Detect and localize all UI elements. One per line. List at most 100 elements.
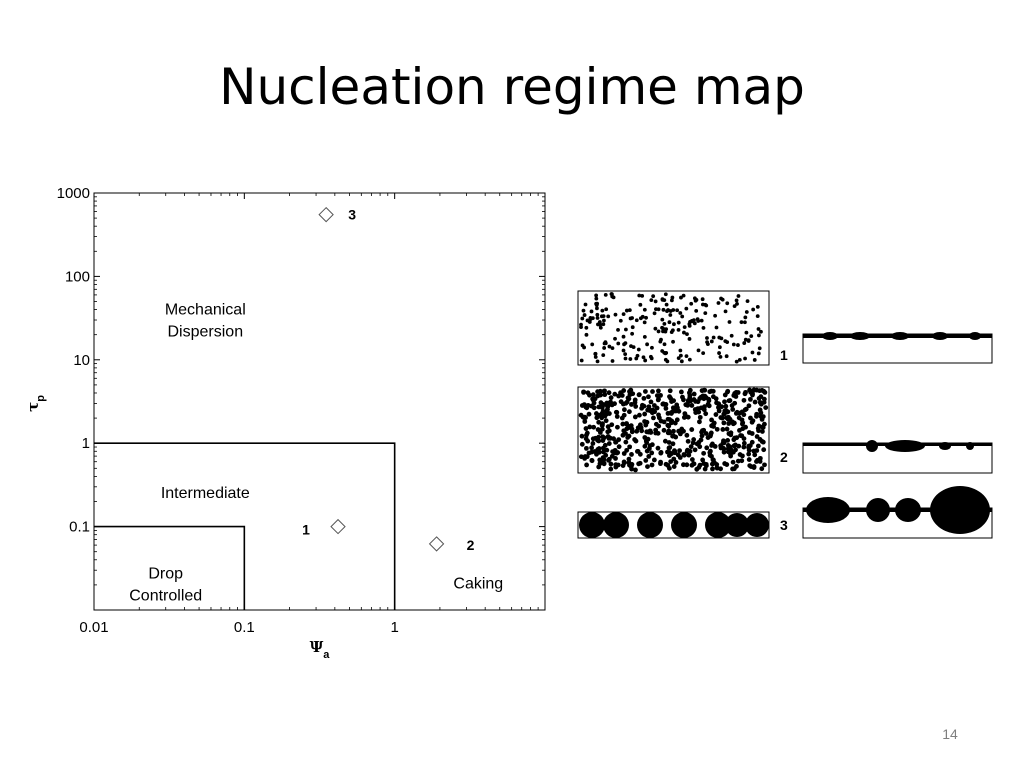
drop-dot xyxy=(746,457,752,462)
drop-dot xyxy=(763,405,769,410)
drop-dot xyxy=(711,335,716,340)
drop-dot xyxy=(678,348,683,353)
drop-dot xyxy=(595,312,600,317)
drop-dot xyxy=(581,389,586,395)
drop-dot xyxy=(757,400,763,405)
drop-dot xyxy=(722,408,728,414)
drop-dot xyxy=(682,325,687,330)
drop-dot xyxy=(658,339,663,344)
drop-dot xyxy=(643,358,648,363)
drop-dot xyxy=(623,356,628,361)
drop-dot xyxy=(751,387,757,393)
drop-dot xyxy=(701,407,707,413)
drop-dot xyxy=(697,414,703,420)
drop-dot xyxy=(746,443,752,449)
drop-dot xyxy=(594,296,599,301)
drop-dot xyxy=(686,452,692,458)
drop-dot xyxy=(689,403,695,408)
drop-dot xyxy=(746,451,752,457)
drop-dot xyxy=(652,311,657,316)
drop-dot xyxy=(626,456,632,462)
drop-dot xyxy=(676,428,682,434)
drop-dot xyxy=(648,354,653,359)
drop-dot xyxy=(613,439,618,445)
drop-dot xyxy=(736,415,742,421)
drop-dot xyxy=(599,422,605,428)
drop-dot xyxy=(642,334,647,339)
drop-dot xyxy=(613,462,619,468)
section-bump xyxy=(930,486,990,534)
drop-dot xyxy=(691,461,696,467)
drop-dot xyxy=(718,415,724,420)
drop-dot xyxy=(749,439,755,445)
drop-dot xyxy=(625,395,631,401)
drop-dot xyxy=(621,312,626,317)
lump-drop xyxy=(603,512,629,538)
drop-dot xyxy=(678,353,683,358)
region-label-line: Controlled xyxy=(129,587,202,604)
drop-dot xyxy=(722,392,728,398)
region-label-line: Intermediate xyxy=(161,485,250,502)
drop-dot xyxy=(668,410,674,416)
drop-dot xyxy=(684,462,690,468)
drop-dot xyxy=(691,437,697,442)
drop-dot xyxy=(607,344,612,349)
drop-dot xyxy=(594,293,599,298)
drop-dot xyxy=(618,318,623,323)
drop-dot xyxy=(671,339,675,344)
drop-dot xyxy=(726,421,732,426)
drop-dot xyxy=(721,420,727,426)
drop-dot xyxy=(667,430,673,436)
drop-dot xyxy=(668,309,673,313)
drop-dot xyxy=(751,448,757,454)
drop-dot xyxy=(672,322,676,327)
drop-dot xyxy=(601,449,606,455)
drop-dot xyxy=(653,299,658,304)
drop-dot xyxy=(642,307,647,312)
drop-dot xyxy=(736,343,740,347)
drop-dot xyxy=(736,294,741,298)
drop-dot xyxy=(676,356,681,361)
drop-dot xyxy=(760,429,765,434)
drop-dot xyxy=(740,426,746,432)
drop-dot xyxy=(747,463,753,468)
drop-dot xyxy=(688,444,694,450)
drop-dot xyxy=(709,461,715,467)
drop-dot xyxy=(614,414,620,419)
drop-dot xyxy=(704,303,709,308)
y-tick-label: 10 xyxy=(73,352,90,369)
drop-dot xyxy=(621,459,627,465)
panel-label-1: 1 xyxy=(780,347,788,363)
drop-dot xyxy=(587,424,593,430)
drop-dot xyxy=(649,298,654,303)
drop-dot xyxy=(593,355,598,359)
regime-boundary-line xyxy=(94,442,396,610)
drop-dot xyxy=(646,429,651,435)
drop-dot xyxy=(734,298,739,303)
drop-dot xyxy=(727,444,733,450)
drop-dot xyxy=(737,357,742,362)
drop-dot xyxy=(699,429,704,435)
drop-dot xyxy=(588,316,593,320)
drop-dot xyxy=(606,314,611,319)
drop-dot xyxy=(579,433,585,439)
drop-dot xyxy=(621,348,626,353)
drop-dot xyxy=(716,301,721,305)
section-bump xyxy=(866,498,890,522)
drop-dot xyxy=(649,410,655,416)
drop-dot xyxy=(756,327,761,331)
drop-dot xyxy=(743,320,747,325)
drop-dot xyxy=(584,430,590,436)
section-bump xyxy=(891,332,909,340)
drop-dot xyxy=(670,433,676,439)
drop-dot xyxy=(749,431,755,436)
drop-dot xyxy=(581,402,587,408)
drop-dot xyxy=(711,420,717,426)
drop-dot xyxy=(686,390,692,396)
drop-dot xyxy=(665,416,671,422)
drop-dot xyxy=(643,422,649,428)
drop-dot xyxy=(664,302,669,307)
drop-dot xyxy=(697,462,703,468)
drop-dot xyxy=(637,460,643,466)
